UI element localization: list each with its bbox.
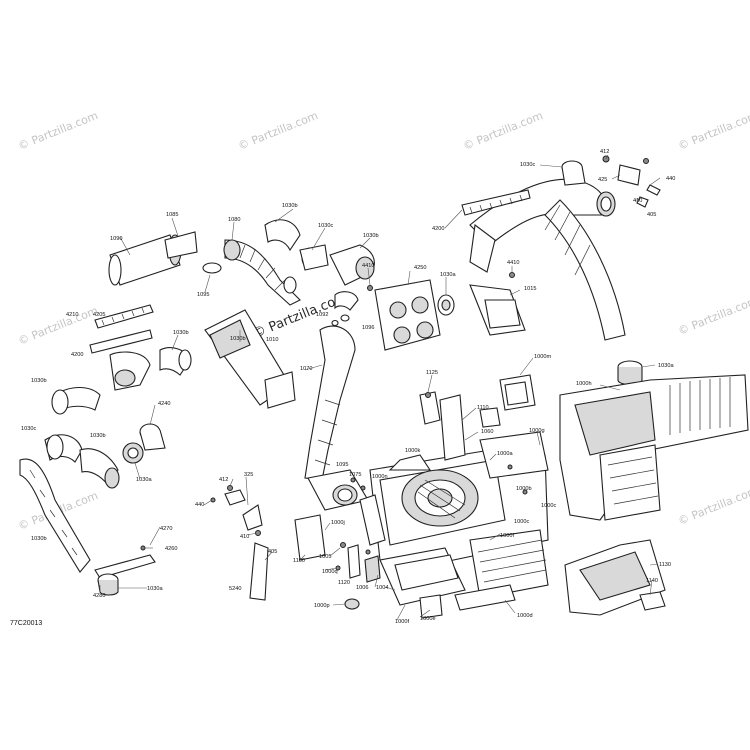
label-425: 425 [598,177,607,183]
label-405: 405 [647,212,656,218]
label-1030b: 1030b [173,330,189,336]
label-1030c: 1030c [318,223,333,229]
watermark: © Partzilla.com [676,109,750,153]
label-1030a: 1030a [147,586,163,592]
label-4200: 4200 [432,226,444,232]
label-1030a: 1030a [440,272,456,278]
label-1000p: 1000p [314,603,330,609]
label-1030b: 1030b [31,378,47,384]
label-1000n: 1000n [372,474,388,480]
watermark: © Partzilla.com [16,109,100,153]
top-right-duct-assembly [461,155,661,386]
diagram-code: 77C20013 [10,620,42,627]
label-4260: 4260 [165,546,177,552]
label-440: 440 [666,176,675,182]
label-1095: 1095 [197,292,209,298]
label-1000j: 1000j [331,520,345,526]
top-center-hoses [108,219,375,327]
label-1030a: 1030a [136,477,152,483]
label-1015: 1015 [524,286,536,292]
label-4270: 4270 [160,526,172,532]
vertical-duct-1070 [304,325,369,511]
label-4240: 4240 [158,401,170,407]
label-4200: 4200 [71,352,83,358]
label-1000c: 1000c [514,519,529,525]
watermark: © Partzilla.com [676,484,750,528]
label-4410: 4410 [507,260,519,266]
label-4410: 4410 [362,263,374,269]
label-1030b: 1030b [282,203,298,209]
label-1000m: 1000m [534,354,551,360]
label-1030c: 1030c [21,426,36,432]
label-412: 412 [219,477,228,483]
label-1125: 1125 [426,370,438,376]
label-1060: 1060 [481,429,493,435]
watermark: © Partzilla.com [236,109,320,153]
label-1000q: 1000q [322,569,338,575]
label-1030b: 1030b [31,536,47,542]
label-1010: 1010 [266,337,278,343]
watermark: © Partzilla.com [16,304,100,348]
part-labels: 1030c 412 425 440 410 405 1030b 1085 108… [21,149,675,625]
label-4210: 4210 [66,312,78,318]
label-1030a: 1030a [658,363,674,369]
leader-lines [99,154,661,621]
label-410: 410 [633,198,642,204]
label-1000f: 1000f [395,619,409,625]
watermark: © Partzilla.com [676,294,750,338]
label-1120: 1120 [338,580,350,586]
label-1070: 1070 [300,366,312,372]
label-4280: 4280 [93,593,105,599]
label-1095: 1095 [336,462,348,468]
label-1000e: 1000e [420,616,436,622]
label-1092: 1092 [316,312,328,318]
label-1030c: 1030c [520,162,535,168]
label-1006: 1006 [356,585,368,591]
main-housing-assembly [359,374,549,566]
label-1000h: 1000h [576,381,592,387]
label-1030b: 1030b [90,433,106,439]
label-1100: 1100 [293,558,305,564]
watermark: © Partzilla.com [461,109,545,153]
label-4250: 4250 [414,265,426,271]
label-410: 410 [240,534,249,540]
label-1000g: 1000g [529,428,545,434]
center-plenum-4250 [367,272,526,351]
lower-housing-parts [344,529,549,619]
label-1085: 1085 [166,212,178,218]
label-1090: 1090 [110,236,122,242]
label-1140: 1140 [646,578,658,584]
label-1030b: 1030b [363,233,379,239]
left-duct-assembly [19,304,296,596]
label-1000d: 1000d [517,613,533,619]
blower-housing-1000h [559,374,749,616]
label-1000f: 1000f [500,533,514,539]
label-1000a: 1000a [497,451,513,457]
label-440: 440 [195,502,204,508]
label-1110: 1110 [477,405,489,411]
label-4205: 4205 [93,312,105,318]
label-1005: 1005 [319,554,331,560]
label-325: 325 [244,472,253,478]
label-405: 405 [268,549,277,555]
label-1080: 1080 [228,217,240,223]
label-1004: 1004 [376,585,388,591]
label-5240: 5240 [229,586,241,592]
label-1075: 1075 [349,472,361,478]
label-1000b: 1000b [516,486,532,492]
label-1030b: 1030b [230,336,246,342]
label-1096: 1096 [362,325,374,331]
label-1130: 1130 [659,562,671,568]
label-412: 412 [600,149,609,155]
bracket-parts [210,485,381,601]
label-1000k: 1000k [405,448,420,454]
label-1000c: 1000c [541,503,556,509]
